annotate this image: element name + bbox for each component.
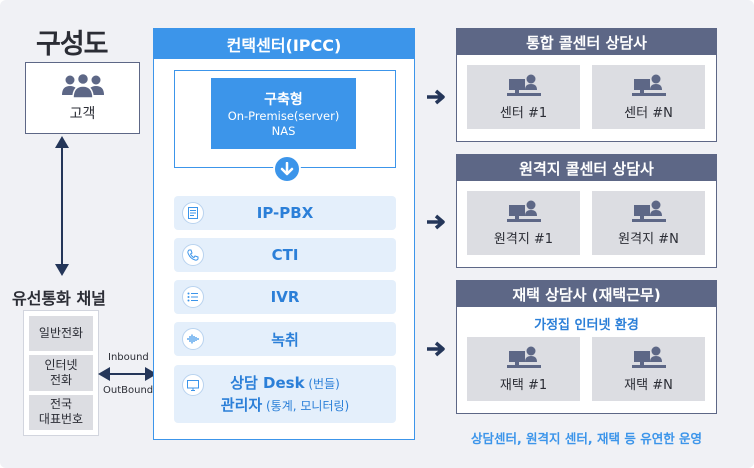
list-icon bbox=[182, 286, 204, 308]
build-line2: NAS bbox=[271, 123, 296, 138]
build-box: 구축형 On-Premise(server) NAS bbox=[211, 78, 356, 149]
channel-list: 일반전화 인터넷 전화 전국 대표번호 bbox=[23, 310, 99, 436]
agent-label: 재택 #1 bbox=[499, 378, 548, 393]
group-home-agent: 재택 상담사 (재택근무) 가정집 인터넷 환경 재택 #1 재택 #N bbox=[456, 280, 717, 414]
build-title: 구축형 bbox=[264, 91, 303, 108]
desk-main: 상담 Desk bbox=[230, 374, 305, 393]
arrow-right-icon bbox=[145, 367, 157, 381]
channel-title: 유선통화 채널 bbox=[12, 289, 106, 308]
agent-icon bbox=[506, 74, 541, 96]
agent-card: 센터 #1 bbox=[467, 65, 580, 129]
arrow-down-circle-icon bbox=[273, 155, 301, 183]
agent-icon bbox=[631, 200, 666, 222]
footer-note: 상담센터, 원격지 센터, 재택 등 유연한 운영 bbox=[470, 431, 703, 446]
phone-icon bbox=[182, 244, 204, 266]
arrow-up-icon bbox=[55, 136, 69, 148]
admin-main: 관리자 bbox=[220, 396, 263, 414]
module-label: CTI bbox=[271, 246, 299, 264]
agent-icon bbox=[506, 346, 541, 368]
customer-label: 고객 bbox=[69, 106, 96, 122]
document-icon bbox=[182, 202, 204, 224]
group-title: 원격지 콜센터 상담사 bbox=[457, 155, 716, 181]
group-title: 재택 상담사 (재택근무) bbox=[457, 281, 716, 307]
module-ip-pbx: IP-PBX bbox=[174, 196, 396, 230]
channel-item-national: 전국 대표번호 bbox=[29, 394, 93, 430]
agent-label: 재택 #N bbox=[624, 378, 673, 393]
agent-icon bbox=[506, 200, 541, 222]
customer-box: 고객 bbox=[25, 62, 140, 134]
group-subtitle: 가정집 인터넷 환경 bbox=[534, 318, 639, 333]
channel-ipcc-link bbox=[103, 373, 151, 375]
agent-icon bbox=[631, 74, 666, 96]
module-desk: 상담 Desk (번들) 관리자 (통계, 모니터링) bbox=[174, 365, 396, 423]
module-label: 녹취 bbox=[271, 330, 299, 349]
agent-label: 원격지 #N bbox=[618, 232, 679, 247]
desk-text: 상담 Desk (번들) 관리자 (통계, 모니터링) bbox=[174, 372, 396, 415]
module-recording: 녹취 bbox=[174, 322, 396, 356]
group-integrated-center: 통합 콜센터 상담사 센터 #1 센터 #N bbox=[456, 28, 717, 142]
agent-icon bbox=[631, 346, 666, 368]
outbound-label: OutBound bbox=[103, 385, 154, 396]
module-label: IVR bbox=[270, 288, 300, 306]
arrow-down-icon bbox=[55, 264, 69, 276]
agent-label: 센터 #1 bbox=[499, 106, 548, 121]
monitor-icon bbox=[182, 374, 204, 396]
arrow-left-icon bbox=[98, 367, 110, 381]
channel-item-general: 일반전화 bbox=[29, 316, 93, 352]
channel-item-internet: 인터넷 전화 bbox=[29, 355, 93, 391]
arrow-right-icon bbox=[427, 341, 445, 357]
module-cti: CTI bbox=[174, 238, 396, 272]
agent-label: 원격지 #1 bbox=[493, 232, 554, 247]
agent-card: 센터 #N bbox=[592, 65, 705, 129]
group-remote-center: 원격지 콜센터 상담사 원격지 #1 원격지 #N bbox=[456, 154, 717, 268]
agent-card: 재택 #N bbox=[592, 337, 705, 401]
desk-sub: (번들) bbox=[304, 377, 340, 392]
customer-channel-link bbox=[61, 144, 63, 268]
admin-sub: (통계, 모니터링) bbox=[262, 399, 350, 413]
module-label: IP-PBX bbox=[256, 204, 314, 222]
agent-card: 재택 #1 bbox=[467, 337, 580, 401]
group-title: 통합 콜센터 상담사 bbox=[457, 29, 716, 55]
arrow-right-icon bbox=[427, 214, 445, 230]
agent-label: 센터 #N bbox=[624, 106, 673, 121]
arrow-right-icon bbox=[427, 89, 445, 105]
inbound-label: Inbound bbox=[108, 352, 149, 363]
ipcc-title: 컨택센터(IPCC) bbox=[154, 29, 414, 59]
page-title: 구성도 bbox=[36, 29, 109, 60]
module-ivr: IVR bbox=[174, 280, 396, 314]
people-icon bbox=[61, 73, 104, 99]
agent-card: 원격지 #N bbox=[592, 191, 705, 255]
build-line1: On-Premise(server) bbox=[227, 108, 340, 123]
waveform-icon bbox=[182, 328, 204, 350]
agent-card: 원격지 #1 bbox=[467, 191, 580, 255]
